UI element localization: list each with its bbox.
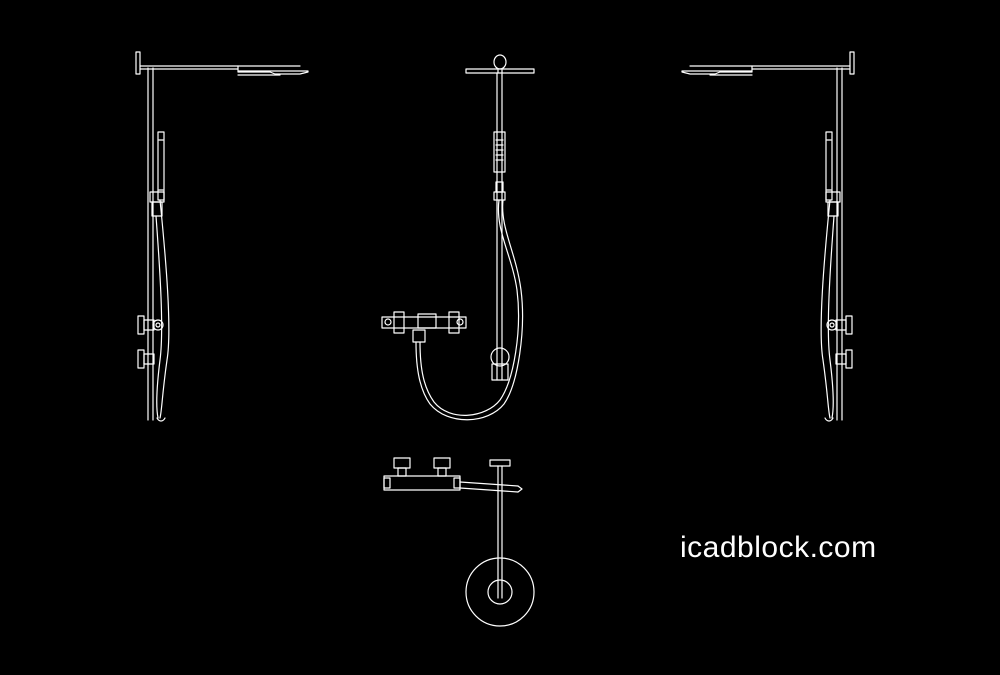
top-plan xyxy=(383,457,535,627)
watermark-text: icadblock.com xyxy=(680,531,877,564)
right-side-elevation xyxy=(681,51,855,422)
left-side-elevation xyxy=(135,51,309,422)
front-elevation xyxy=(381,54,535,421)
